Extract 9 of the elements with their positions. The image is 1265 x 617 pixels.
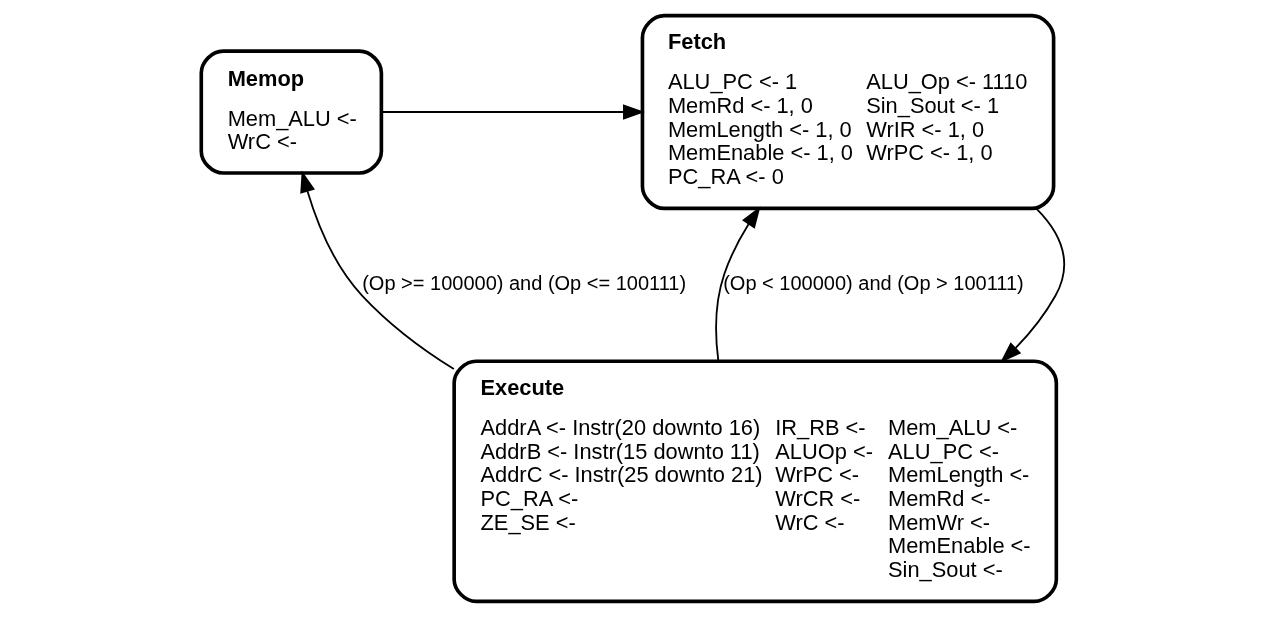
- edge-label: (Op >= 100000) and (Op <= 100111): [361, 271, 686, 294]
- node-box: Execute AddrA <- Instr(20 downto 16) AddrB <- Instr(15 downto 11) AddrC <- Instr(25 downto 21) PC_RA <- ZE_SE <- IR_RB <- ALUOp <- WrPC <- WrCR <- WrC <- Mem_ALU <- ALU_PC <- MemLength <- MemRd <- MemWr <- MemEnable <- Sin_Sout <-: [451, 359, 1058, 604]
- arrow: [380, 104, 645, 120]
- node-box: Fetch ALU_PC <- 1 MemRd <- 1, 0 MemLength <- 1, 0 MemEnable <- 1, 0 PC_RA <- 0 ALU_Op <- 1110 Sin_Sout <- 1 WrIR <- 1, 0 WrPC <- 1, 0: [640, 13, 1055, 211]
- arrow: [999, 207, 1065, 363]
- node-box: Memop Mem_ALU <- WrC <-: [198, 49, 383, 175]
- arrow: [299, 170, 455, 370]
- arrow: [714, 206, 760, 362]
- edge-label: (Op < 100000) and (Op > 100111): [722, 271, 1024, 294]
